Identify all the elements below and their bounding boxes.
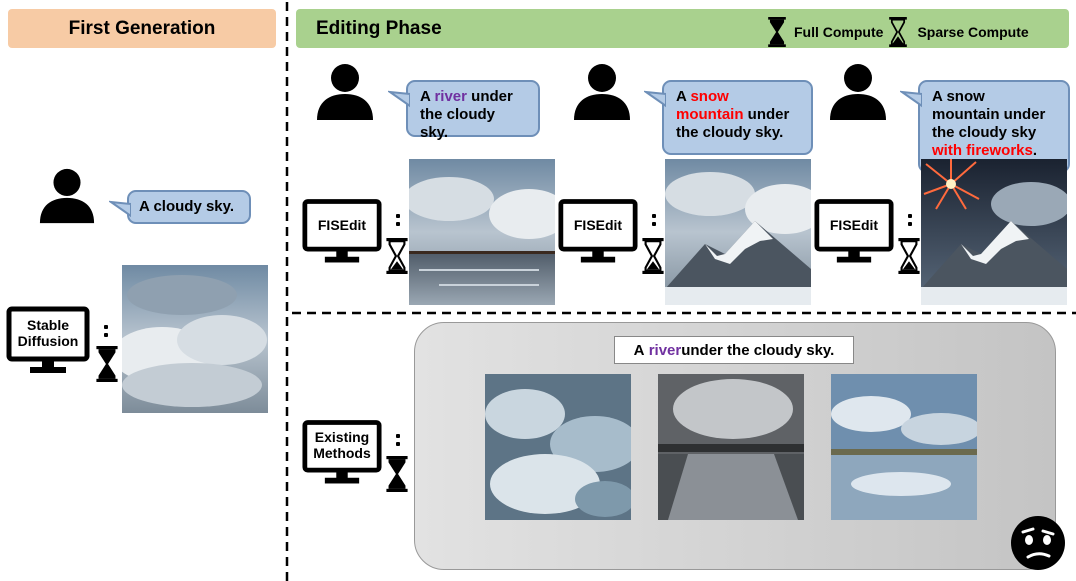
- bubble-tail: [109, 200, 131, 218]
- cloudy-sky-image: [122, 265, 268, 413]
- fisedit-label: FISEdit: [816, 204, 892, 246]
- first-generation-title: First Generation: [68, 17, 216, 39]
- step3-prompt-bubble: A snow mountain under the cloudy sky wit…: [900, 80, 1070, 173]
- existing-result-image-3: [831, 374, 977, 520]
- hourglass-sparse-icon: [386, 238, 408, 274]
- person-icon: [572, 62, 632, 122]
- existing-result-image-2: [658, 374, 804, 520]
- step1-model-label: FISEdit: [317, 217, 367, 233]
- ellipsis-dots: [396, 214, 400, 230]
- step3-prompt-highlight: with fireworks: [932, 142, 1033, 159]
- bubble-tail: [388, 90, 410, 108]
- legend-full-label: Full Compute: [794, 24, 884, 40]
- ellipsis-dots: [908, 214, 912, 230]
- existing-prompt-highlight: river: [648, 341, 682, 359]
- step1-prompt-bubble: A river under the cloudy sky.: [388, 80, 540, 141]
- existing-prompt-pre: A: [633, 341, 645, 359]
- fisedit-label: FISEdit: [560, 204, 636, 246]
- step3-prompt-post: .: [1032, 142, 1038, 159]
- existing-prompt-post: under the cloudy sky.: [681, 341, 835, 359]
- editing-phase-banner: Editing Phase: [296, 9, 1069, 48]
- river-edit-image: [409, 159, 555, 305]
- step2-prompt-post: under the cloudy sky.: [676, 106, 790, 141]
- existing-methods-line2: Methods: [313, 445, 371, 461]
- person-icon: [315, 62, 375, 122]
- person-icon: [828, 62, 888, 122]
- monitor-icon: [6, 306, 90, 373]
- existing-result-image-1: [485, 374, 631, 520]
- hourglass-full-icon: [96, 346, 118, 382]
- snow-mountain-edit-image: [665, 159, 811, 305]
- monitor-icon: [558, 199, 638, 263]
- confused-face-icon: [1011, 516, 1065, 570]
- legend-sparse-label: Sparse Compute: [917, 24, 1029, 40]
- monitor-icon: [302, 420, 382, 484]
- step2-prompt-highlight: snow mountain: [676, 88, 744, 123]
- fisedit-label: FISEdit: [304, 204, 380, 246]
- step2-prompt-pre: A: [676, 88, 691, 105]
- bubble-tail: [900, 90, 922, 108]
- monitor-icon: [302, 199, 382, 263]
- step3-prompt-pre: A snow mountain under the cloudy sky: [932, 88, 1046, 141]
- stable-diffusion-line2: Diffusion: [17, 333, 79, 349]
- step2-model-label: FISEdit: [573, 217, 623, 233]
- step3-model-label: FISEdit: [829, 217, 879, 233]
- hourglass-full-icon: [386, 456, 408, 492]
- stable-diffusion-line1: Stable: [26, 317, 69, 333]
- step1-prompt-highlight: river: [434, 88, 467, 105]
- ellipsis-dots: [396, 434, 400, 450]
- first-prompt-bubble: A cloudy sky.: [109, 190, 251, 224]
- monitor-icon: [814, 199, 894, 263]
- hourglass-sparse-icon: [898, 238, 920, 274]
- compute-legend: Full Compute Sparse Compute: [766, 17, 1029, 47]
- hourglass-sparse-icon: [642, 238, 664, 274]
- editing-phase-title: Editing Phase: [316, 17, 442, 39]
- existing-prompt-box: A river under the cloudy sky.: [614, 336, 854, 364]
- bubble-tail: [644, 90, 666, 108]
- first-generation-banner: First Generation: [8, 9, 276, 48]
- existing-methods-line1: Existing: [314, 429, 370, 445]
- first-prompt-text: A cloudy sky.: [139, 198, 235, 215]
- ellipsis-dots: [652, 214, 656, 230]
- person-icon: [38, 167, 96, 225]
- step2-prompt-bubble: A snow mountain under the cloudy sky.: [644, 80, 813, 155]
- step1-prompt-post: under the cloudy sky.: [420, 88, 513, 141]
- ellipsis-dots: [104, 325, 108, 341]
- fireworks-edit-image: [921, 159, 1067, 305]
- step1-prompt-pre: A: [420, 88, 435, 105]
